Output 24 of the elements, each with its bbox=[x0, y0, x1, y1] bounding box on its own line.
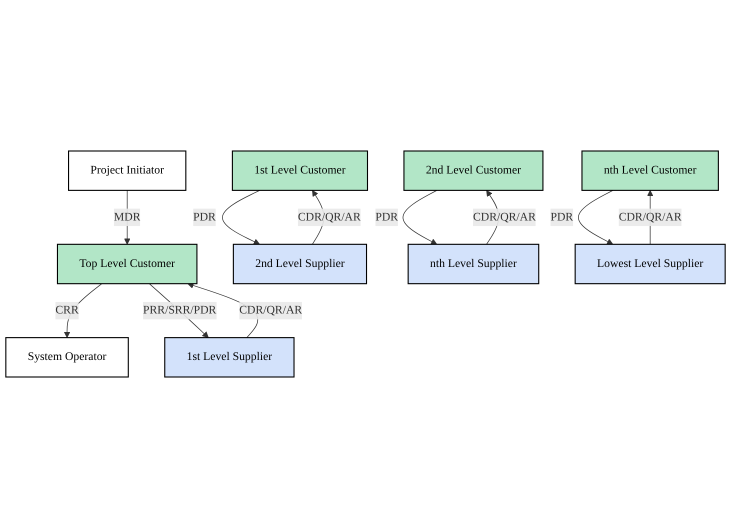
node-box: nth Level Supplier bbox=[408, 244, 540, 284]
edge-label: MDR bbox=[114, 210, 140, 224]
arrow bbox=[222, 190, 260, 245]
node-box: 1st Level Customer bbox=[232, 150, 368, 191]
node-box: nth Level Customer bbox=[581, 150, 719, 191]
edge-label: CDR/QR/AR bbox=[473, 210, 536, 224]
node-box: 2nd Level Customer bbox=[403, 150, 544, 191]
edge-label: PDR bbox=[193, 210, 216, 224]
node-box: Top Level Customer bbox=[56, 244, 198, 284]
node-box: 1st Level Supplier bbox=[164, 337, 295, 378]
arrow bbox=[402, 190, 438, 245]
node-box: 2nd Level Supplier bbox=[232, 244, 368, 284]
arrow bbox=[64, 283, 102, 338]
edge-label: CDR/QR/AR bbox=[298, 210, 361, 224]
node-box: System Operator bbox=[5, 337, 129, 378]
edge-label: PRR/SRR/PDR bbox=[143, 304, 216, 316]
arrow bbox=[578, 190, 614, 245]
edge-label: CDR/QR/AR bbox=[239, 304, 302, 316]
node-box: Project Initiator bbox=[68, 150, 186, 191]
edge-label: PDR bbox=[375, 210, 398, 224]
edge-label: CDR/QR/AR bbox=[618, 210, 682, 224]
edge-label: PDR bbox=[550, 210, 574, 224]
node-box: Lowest Level Supplier bbox=[574, 244, 726, 284]
edge-label: CRR bbox=[55, 304, 79, 316]
